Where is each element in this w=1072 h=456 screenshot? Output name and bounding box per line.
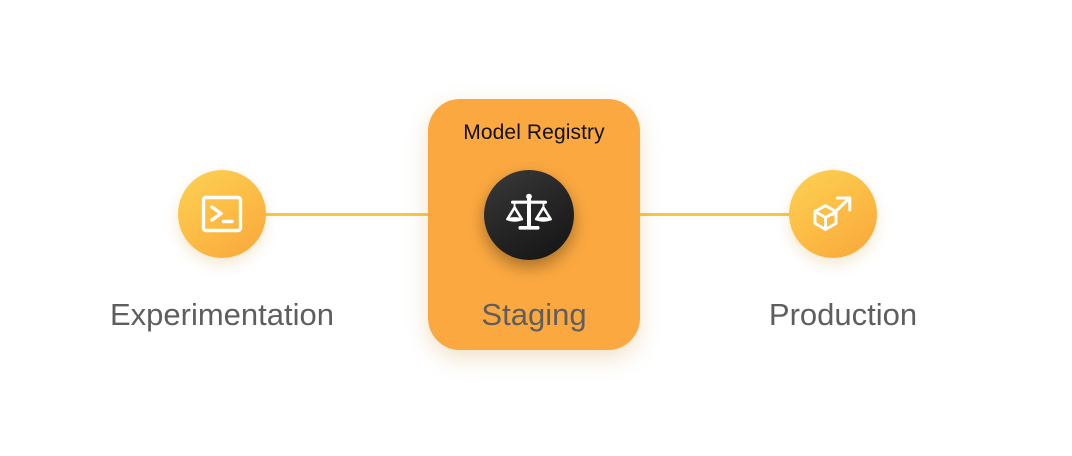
cube-deploy-arrow-icon: [809, 190, 857, 238]
stage-node-experimentation[interactable]: [178, 170, 266, 258]
card-title-model-registry: Model Registry: [463, 121, 605, 144]
balance-scales-icon: [504, 188, 554, 243]
stage-node-production[interactable]: [789, 170, 877, 258]
model-registry-node[interactable]: [484, 170, 574, 260]
terminal-icon: [199, 191, 245, 237]
connector-staging-to-production: [620, 213, 820, 216]
stage-label-production: Production: [768, 297, 918, 332]
connector-experimentation-to-staging: [250, 213, 450, 216]
stage-label-staging: Staging: [481, 297, 587, 332]
stage-label-experimentation: Experimentation: [109, 297, 334, 332]
